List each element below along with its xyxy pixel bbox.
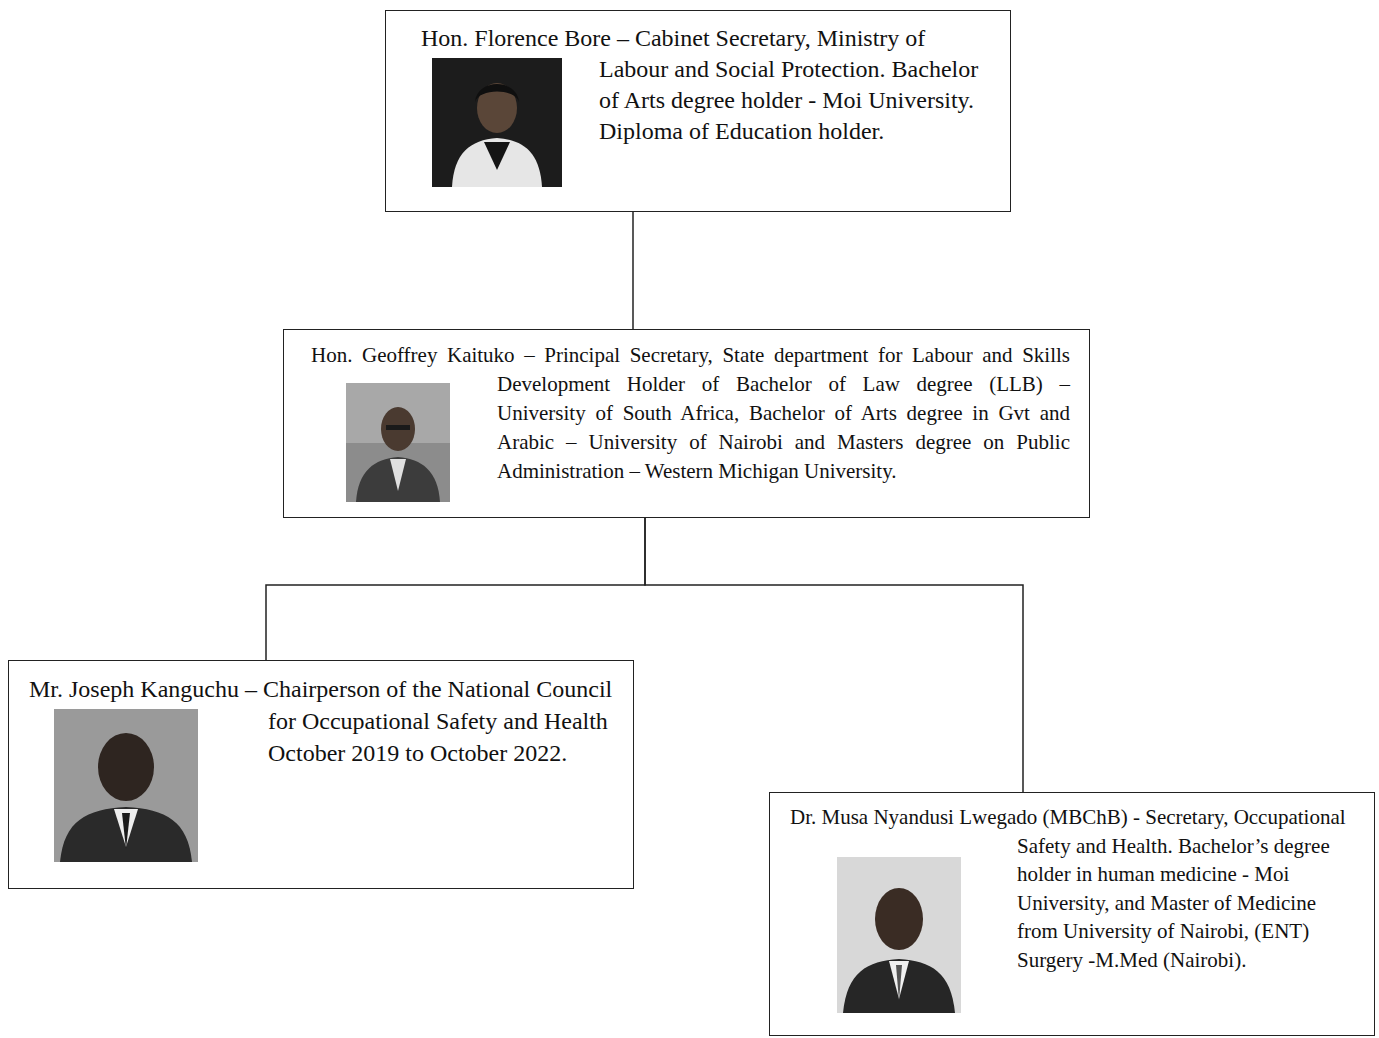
portrait-photo (54, 709, 198, 862)
reporting-line (266, 518, 645, 660)
person-description: Dr. Musa Nyandusi Lwegado (MBChB) - Secr… (790, 803, 1352, 974)
person-box: Hon. Florence Bore – Cabinet Secretary, … (385, 10, 1011, 212)
person-description: Hon. Florence Bore – Cabinet Secretary, … (421, 23, 980, 147)
portrait-photo (837, 857, 961, 1013)
portrait-photo (346, 383, 450, 502)
person-description: Hon. Geoffrey Kaituko – Principal Secret… (311, 341, 1070, 486)
portrait-photo (432, 58, 562, 187)
person-box: Mr. Joseph Kanguchu – Chairperson of the… (8, 660, 634, 889)
reporting-line (632, 212, 634, 329)
reporting-line (645, 518, 1023, 792)
person-box: Hon. Geoffrey Kaituko – Principal Secret… (283, 329, 1090, 518)
person-description: Mr. Joseph Kanguchu – Chairperson of the… (29, 673, 614, 769)
person-box: Dr. Musa Nyandusi Lwegado (MBChB) - Secr… (769, 792, 1375, 1036)
